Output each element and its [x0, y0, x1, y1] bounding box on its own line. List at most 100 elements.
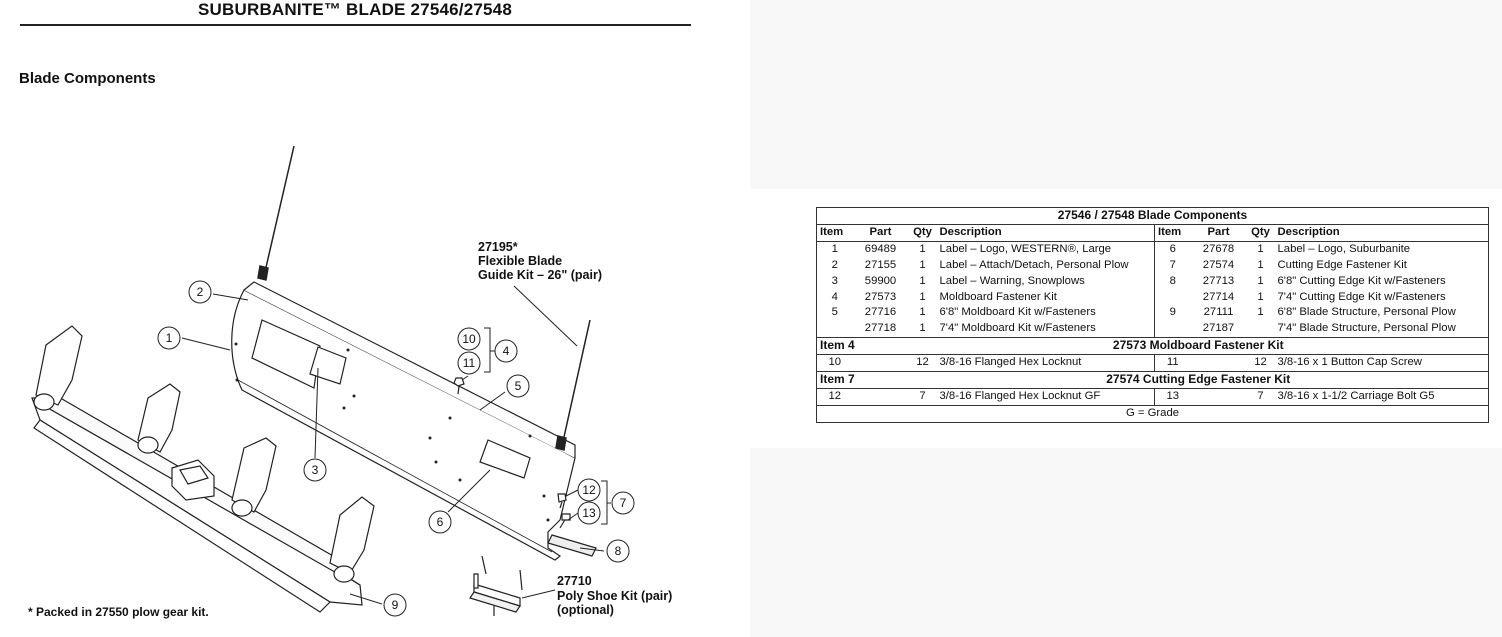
cell — [817, 321, 853, 337]
callout-1-number: 1 — [166, 331, 173, 345]
cell: 7'4" Moldboard Kit w/Fasteners — [939, 322, 1096, 335]
table-row: 3 59900 1 Label – Warning, Snowplows 8 2… — [817, 273, 1489, 290]
callout-5-number: 5 — [515, 379, 522, 393]
poly-shoe-line1: Poly Shoe Kit (pair) — [557, 589, 672, 603]
callout-12 — [577, 478, 601, 502]
guide-kit-line2: Guide Kit – 26" (pair) — [478, 268, 602, 282]
table-header-row: Item Part Qty Description Item Part Qty … — [816, 224, 1489, 242]
col-header: Description — [936, 224, 1155, 242]
table-title: 27546 / 27548 Blade Components — [816, 207, 1489, 225]
kit-item-label: Item 7 — [816, 371, 909, 389]
callout-2 — [188, 280, 212, 304]
table-row: 27718 1 7'4" Moldboard Kit w/Fasteners 2… — [817, 321, 1489, 338]
cell: 1 — [831, 242, 838, 255]
kit-header-row: Item 7 27574 Cutting Edge Fastener Kit — [816, 371, 1489, 389]
cell: 1 — [1257, 242, 1264, 255]
callouts — [157, 280, 635, 617]
cell: 27155 — [864, 258, 897, 271]
cell: 1 — [1257, 274, 1264, 287]
cell: 3/8-16 x 1-1/2 Carriage Bolt G5 — [1277, 389, 1435, 402]
table-row: 1 69489 1 Label – Logo, WESTERN®, Large … — [817, 241, 1489, 258]
callout-1 — [157, 326, 181, 350]
cell: 12 — [1254, 356, 1267, 369]
cell: 1 — [919, 242, 926, 255]
cell: 7 — [1257, 389, 1264, 402]
callout-8 — [606, 539, 630, 563]
cell: 2 — [831, 258, 838, 271]
cell: 3/8-16 x 1 Button Cap Screw — [1277, 356, 1422, 369]
callout-9-number: 9 — [392, 598, 399, 612]
kit-header-row: Item 4 27573 Moldboard Fastener Kit — [816, 337, 1489, 356]
kit-title: 27573 Moldboard Fastener Kit — [908, 337, 1489, 356]
cell: 1 — [1257, 258, 1264, 271]
cell: 27187 — [1202, 322, 1235, 335]
cell — [1247, 321, 1275, 337]
cell: 59900 — [864, 274, 897, 287]
poly-shoe-kit — [469, 555, 523, 616]
cell: Label – Logo, WESTERN®, Large — [939, 242, 1112, 255]
cell: 7'4" Blade Structure, Personal Plow — [1277, 322, 1456, 335]
cell: 3 — [831, 274, 838, 287]
title-rule — [20, 24, 691, 26]
callout-7-number: 7 — [620, 496, 627, 510]
cell: 27574 — [1202, 258, 1235, 271]
col-header: Qty — [908, 224, 937, 242]
callout-11 — [457, 351, 481, 375]
grade-note-row: G = Grade — [816, 404, 1489, 423]
cell: 27678 — [1202, 242, 1235, 255]
col-header: Description — [1274, 224, 1489, 242]
callout-11-number: 11 — [463, 356, 476, 370]
table-row: 5 27716 1 6'8" Moldboard Kit w/Fasteners… — [817, 305, 1489, 322]
cell: 27718 — [864, 322, 897, 335]
cell: 10 — [828, 356, 842, 369]
manual-page: SUBURBANITE™ BLADE 27546/27548 Blade Com… — [0, 0, 750, 637]
callout-12-number: 12 — [582, 483, 596, 497]
fasteners — [453, 377, 597, 557]
blade-exploded-diagram: 1 2 3 4 5 6 7 8 9 10 11 12 13 27195* Fle… — [31, 145, 672, 617]
cell: 1 — [919, 290, 926, 303]
cell: 6'8" Blade Structure, Personal Plow — [1277, 306, 1456, 319]
callout-10 — [457, 327, 481, 351]
guide-kit-line1: Flexible Blade — [478, 254, 562, 268]
callout-3 — [303, 458, 327, 482]
poly-shoe-part: 27710 — [557, 574, 592, 588]
moldboard — [231, 281, 576, 561]
label-logo-suburbanite — [479, 439, 531, 479]
section-heading: Blade Components — [19, 70, 156, 87]
table-title-row: 27546 / 27548 Blade Components — [816, 207, 1489, 225]
callout-13-number: 13 — [582, 506, 596, 520]
col-header: Part — [852, 224, 909, 242]
kit-title: 27574 Cutting Edge Fastener Kit — [908, 371, 1489, 389]
cell: 1 — [1257, 306, 1264, 319]
table-row: 12 7 3/8-16 Flanged Hex Locknut GF 13 7 … — [817, 388, 1489, 406]
cell: 6 — [1154, 241, 1191, 258]
poly-shoe-line2: (optional) — [557, 603, 614, 617]
callout-10-number: 10 — [462, 332, 476, 346]
cell: 1 — [919, 322, 926, 335]
col-header: Qty — [1246, 224, 1275, 242]
cell: 7'4" Cutting Edge Kit w/Fasteners — [1277, 290, 1446, 303]
cell: 27714 — [1202, 290, 1235, 303]
cell: 13 — [1154, 388, 1191, 406]
cell: 6'8" Moldboard Kit w/Fasteners — [939, 306, 1096, 319]
cell: Label – Warning, Snowplows — [939, 274, 1085, 287]
cell: 1 — [919, 274, 926, 287]
cell: 6'8" Cutting Edge Kit w/Fasteners — [1277, 274, 1446, 287]
blade-guide-rods — [257, 145, 591, 451]
callout-7 — [611, 491, 635, 515]
cell: 27716 — [864, 306, 897, 319]
cell: 3/8-16 Flanged Hex Locknut — [939, 356, 1082, 369]
guide-kit-part: 27195* — [478, 240, 518, 254]
callout-5 — [506, 374, 530, 398]
cell — [1154, 321, 1191, 338]
cell: 27111 — [1203, 306, 1234, 319]
callout-numbers: 1 2 3 4 5 6 7 8 9 10 11 12 13 — [166, 285, 627, 612]
callout-8-number: 8 — [615, 544, 622, 558]
footnote: * Packed in 27550 plow gear kit. — [28, 605, 209, 619]
cell: Label – Attach/Detach, Personal Plow — [939, 258, 1129, 271]
col-header: Part — [1190, 224, 1247, 242]
cell: 12 — [916, 356, 929, 369]
cell: 11 — [1154, 354, 1191, 372]
cell: Moldboard Fastener Kit — [939, 290, 1057, 303]
cell: 5 — [831, 306, 838, 319]
